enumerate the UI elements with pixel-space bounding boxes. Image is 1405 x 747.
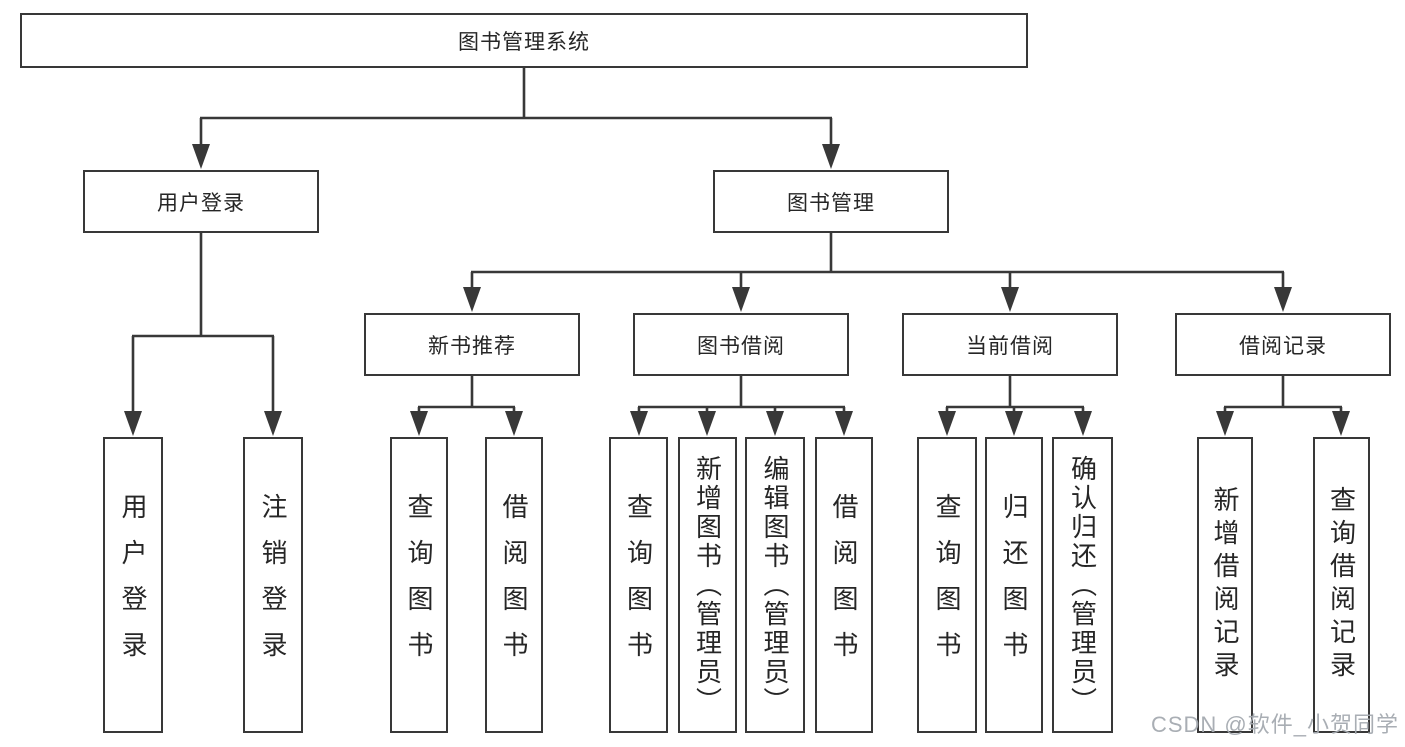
arrowhead-icon bbox=[192, 144, 210, 169]
arrowhead-icon bbox=[1274, 287, 1292, 312]
leaf-borrow-books-2: 借阅图书 bbox=[815, 437, 873, 733]
arrowhead-icon bbox=[463, 287, 481, 312]
node-label: 查询图书 bbox=[623, 493, 654, 677]
arrowhead-icon bbox=[835, 411, 853, 436]
node-label: 借阅记录 bbox=[1239, 334, 1327, 358]
leaf-add-book-admin: 新增图书（管理员） bbox=[678, 437, 737, 733]
arrowhead-icon bbox=[822, 144, 840, 169]
csdn-watermark: CSDN @软件_小贺同学 bbox=[1150, 712, 1399, 737]
arrowhead-icon bbox=[1332, 411, 1350, 436]
arrowhead-icon bbox=[264, 411, 282, 436]
node-label: 注销登录 bbox=[258, 493, 288, 677]
arrowhead-icon bbox=[766, 411, 784, 436]
leaf-edit-book-admin: 编辑图书（管理员） bbox=[745, 437, 805, 733]
node-label: 查询借阅记录 bbox=[1326, 486, 1357, 684]
leaf-query-books-2: 查询图书 bbox=[609, 437, 668, 733]
arrowhead-icon bbox=[124, 411, 142, 436]
node-label: 查询图书 bbox=[404, 493, 434, 677]
node-label: 新增借阅记录 bbox=[1210, 486, 1240, 684]
arrowhead-icon bbox=[1216, 411, 1234, 436]
leaf-return-books: 归还图书 bbox=[985, 437, 1043, 733]
node-label: 当前借阅 bbox=[966, 334, 1054, 358]
node-label: 借阅图书 bbox=[829, 493, 859, 677]
node-root-system: 图书管理系统 bbox=[20, 13, 1028, 68]
leaf-borrow-books-1: 借阅图书 bbox=[485, 437, 543, 733]
arrowhead-icon bbox=[1074, 411, 1092, 436]
node-new-book-recommend: 新书推荐 bbox=[364, 313, 580, 376]
leaf-query-borrow-record: 查询借阅记录 bbox=[1313, 437, 1370, 733]
node-label: 新增图书（管理员） bbox=[692, 454, 723, 716]
arrowhead-icon bbox=[1005, 411, 1023, 436]
node-label: 图书管理 bbox=[787, 191, 875, 215]
node-label: 归还图书 bbox=[999, 493, 1029, 677]
arrowhead-icon bbox=[410, 411, 428, 436]
node-book-management-branch: 图书管理 bbox=[713, 170, 949, 233]
leaf-confirm-return-admin: 确认归还（管理员） bbox=[1052, 437, 1113, 733]
leaf-query-books-1: 查询图书 bbox=[390, 437, 448, 733]
node-borrow-records: 借阅记录 bbox=[1175, 313, 1391, 376]
node-label: 新书推荐 bbox=[428, 334, 516, 358]
node-label: 编辑图书（管理员） bbox=[760, 454, 790, 716]
node-label: 查询图书 bbox=[932, 493, 962, 677]
node-label: 图书借阅 bbox=[697, 334, 785, 358]
arrowhead-icon bbox=[938, 411, 956, 436]
node-label: 用户登录 bbox=[157, 191, 245, 215]
node-current-borrow: 当前借阅 bbox=[902, 313, 1118, 376]
arrowhead-icon bbox=[630, 411, 648, 436]
arrowhead-icon bbox=[732, 287, 750, 312]
arrowhead-icon bbox=[698, 411, 716, 436]
node-label: 用户登录 bbox=[118, 493, 148, 677]
leaf-add-borrow-record: 新增借阅记录 bbox=[1197, 437, 1253, 733]
node-label: 借阅图书 bbox=[499, 493, 529, 677]
arrowhead-icon bbox=[505, 411, 523, 436]
leaf-user-login: 用户登录 bbox=[103, 437, 163, 733]
node-book-borrow: 图书借阅 bbox=[633, 313, 849, 376]
leaf-logout: 注销登录 bbox=[243, 437, 303, 733]
node-user-login-branch: 用户登录 bbox=[83, 170, 319, 233]
node-label: 确认归还（管理员） bbox=[1067, 454, 1098, 716]
node-label: 图书管理系统 bbox=[458, 30, 590, 54]
leaf-query-books-3: 查询图书 bbox=[917, 437, 977, 733]
arrowhead-icon bbox=[1001, 287, 1019, 312]
